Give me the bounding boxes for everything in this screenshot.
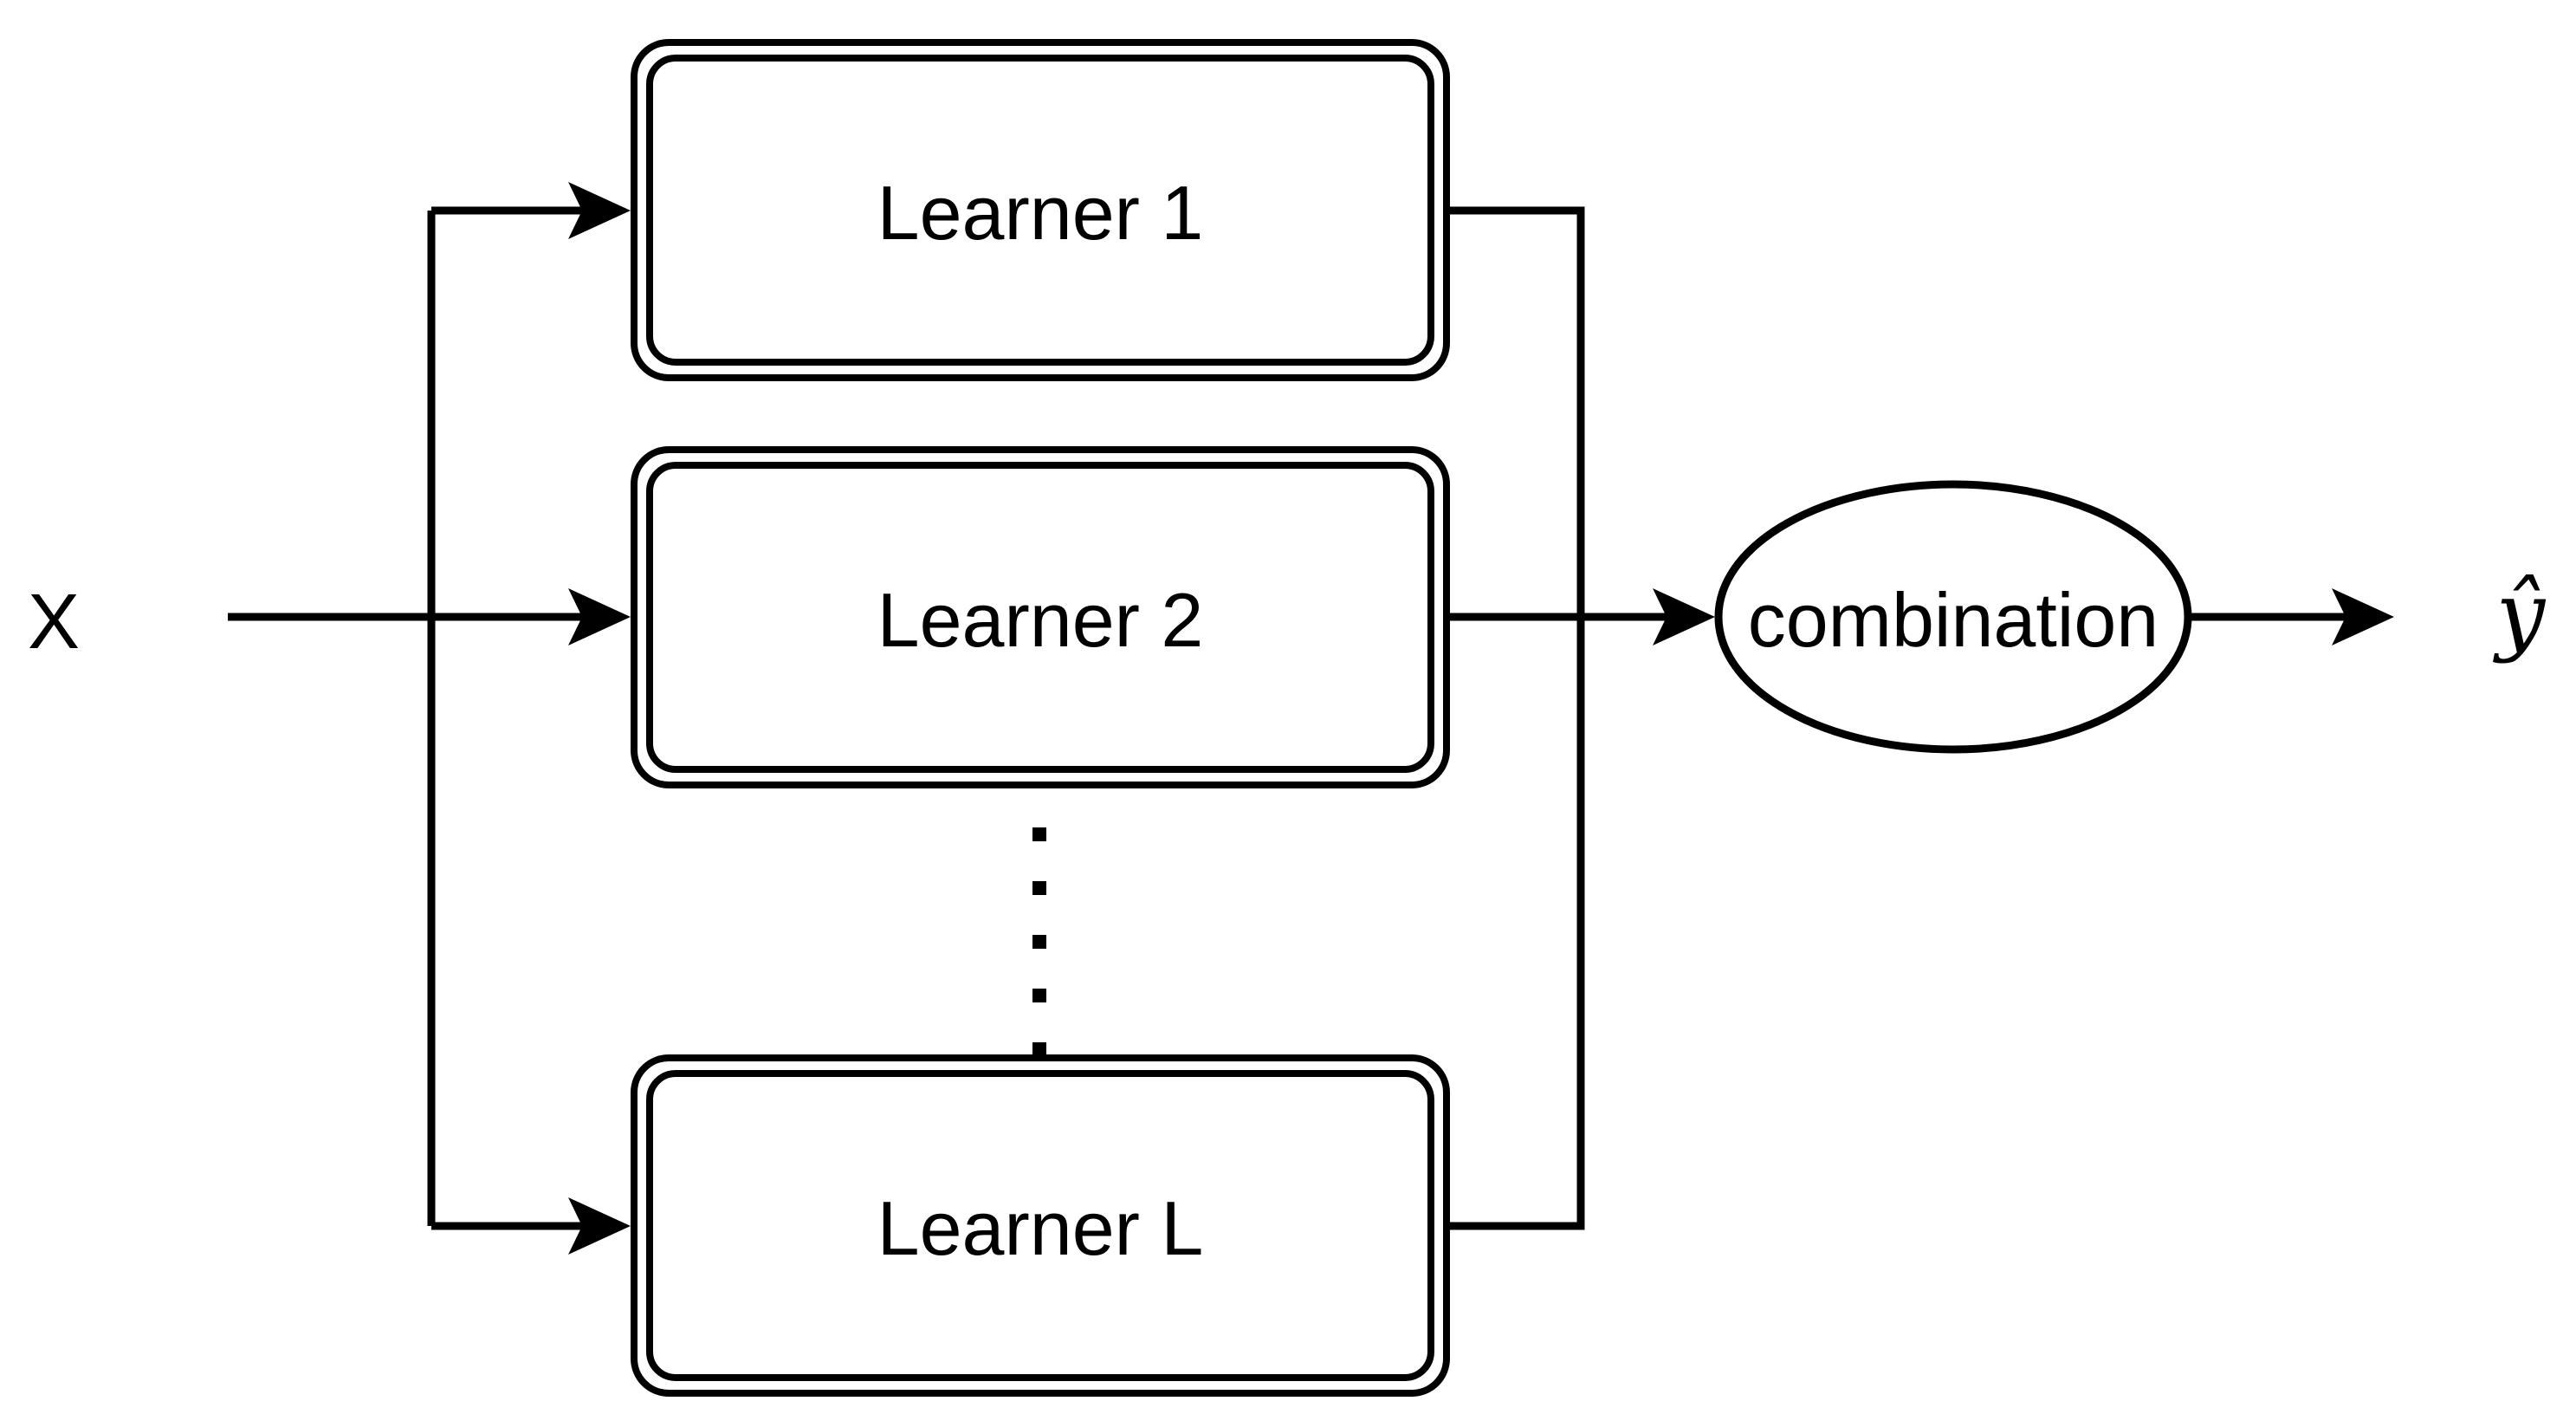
input-label: X — [28, 579, 80, 665]
learner-2-inner-border — [646, 462, 1434, 773]
learner-2-box — [631, 446, 1450, 788]
branch-bottom-arrowhead — [568, 1197, 631, 1255]
output-label: ŷ — [2493, 563, 2547, 665]
combination-ellipse — [1714, 480, 2192, 754]
merge-bus-line — [1450, 206, 1585, 1230]
learner-l-box — [631, 1054, 1450, 1397]
input-arrowhead — [568, 588, 631, 645]
learner-1-label: Learner 1 — [877, 170, 1204, 256]
learner-1-box — [631, 39, 1450, 381]
combiner-input-arrowhead — [1653, 588, 1715, 645]
learner-l-label: Learner L — [877, 1185, 1204, 1271]
learner-2-label: Learner 2 — [877, 577, 1204, 663]
combination-label: combination — [1748, 577, 2159, 663]
learner-1-outer-border — [631, 39, 1450, 381]
learner-2-outer-border — [631, 446, 1450, 788]
learner-1-inner-border — [646, 55, 1434, 366]
output-arrowhead — [2332, 588, 2394, 645]
branch-top-arrowhead — [568, 182, 631, 239]
learner-l-outer-border — [631, 1054, 1450, 1397]
learner-l-inner-border — [646, 1070, 1434, 1381]
